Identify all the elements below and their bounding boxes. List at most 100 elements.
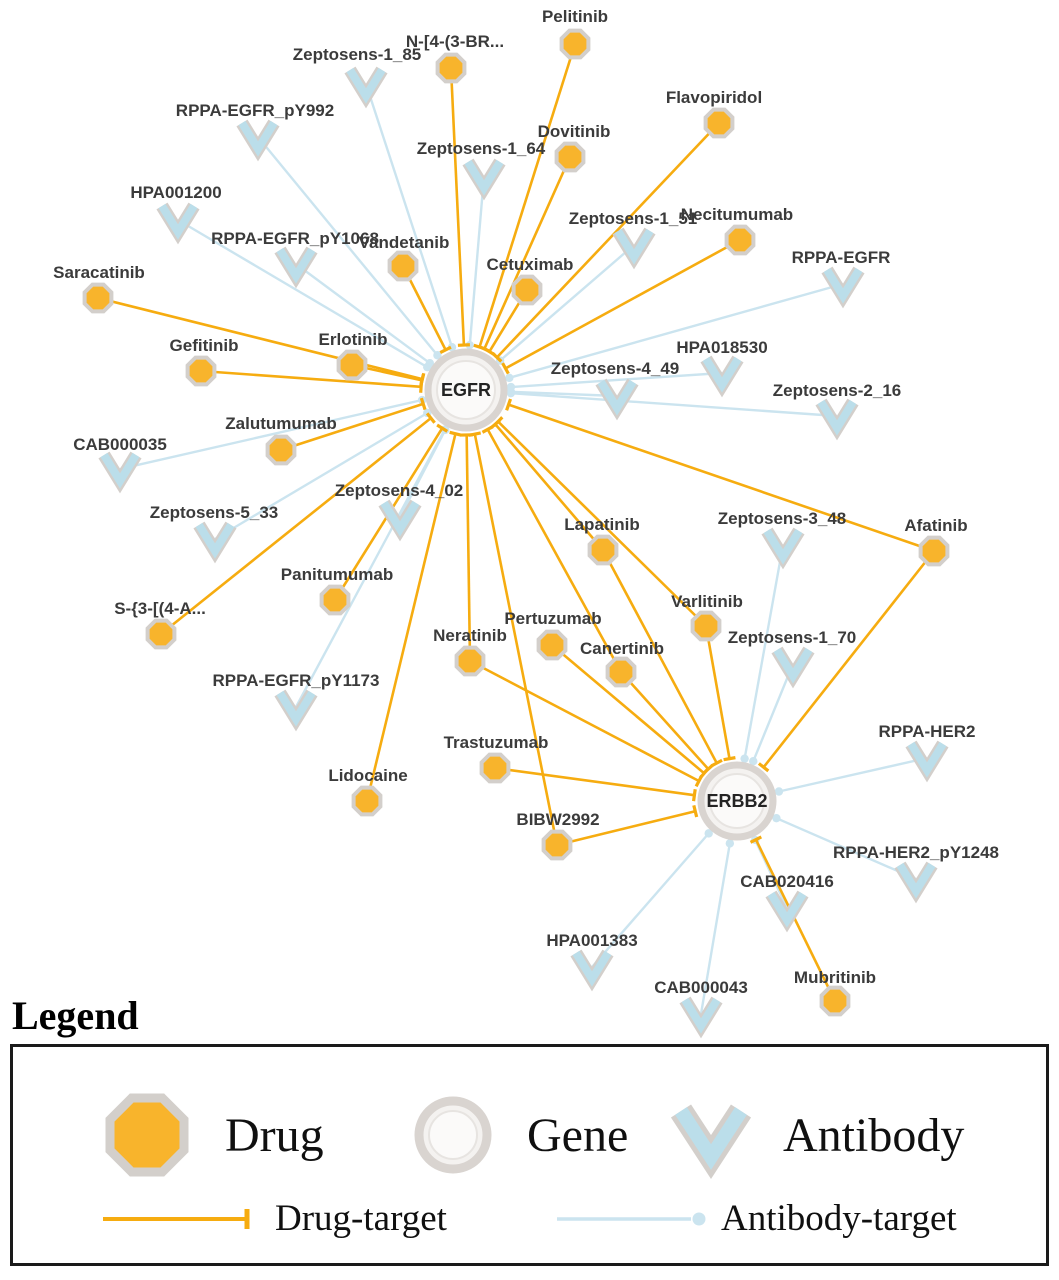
drug-target-edge (494, 423, 604, 551)
antibody-label-cab000043: CAB000043 (654, 978, 748, 997)
drug-icon (105, 1093, 189, 1177)
antibody-node-zeptosens-2-16[interactable] (817, 399, 857, 436)
antibody-node-hpa001200[interactable] (158, 203, 198, 240)
drug-node-erlotinib[interactable] (336, 349, 368, 381)
drug-target-edge (497, 420, 707, 627)
drug-node-lapatinib[interactable] (587, 534, 619, 566)
drug-target-edge (365, 433, 457, 802)
drug-label-n-4-3-br: N-[4-(3-BR... (406, 32, 504, 51)
drug-target-edge (504, 238, 741, 370)
drug-target-tee (710, 758, 723, 768)
drug-target-edge (160, 417, 432, 636)
antibody-target-edge (119, 398, 423, 471)
drug-label-cetuximab: Cetuximab (487, 255, 574, 274)
antibody-node-cab020416[interactable] (767, 891, 807, 928)
drug-node-lidocaine[interactable] (351, 785, 383, 817)
drug-node-varlitinib[interactable] (690, 610, 722, 642)
antibody-target-edge (468, 175, 486, 346)
drug-target-edge (601, 549, 718, 764)
antibody-node-zeptosens-1-85[interactable] (346, 67, 386, 104)
drug-node-dovitinib[interactable] (554, 141, 586, 173)
drug-node-pelitinib[interactable] (559, 28, 591, 60)
antibody-target-dot (692, 1212, 706, 1225)
gene-circle-inner (428, 1110, 478, 1160)
drug-target-tee (492, 416, 504, 427)
antibody-node-rppa-her2-py1248[interactable] (896, 862, 936, 899)
drug-label-trastuzumab: Trastuzumab (444, 733, 549, 752)
drug-node-panitumumab[interactable] (319, 584, 351, 616)
drug-target-edge (496, 122, 720, 359)
antibody-node-zeptosens-3-48[interactable] (763, 528, 803, 565)
drug-target-edge (486, 428, 623, 673)
antibody-node-cab000035[interactable] (100, 452, 140, 489)
antibody-label-zeptosens-1-64: Zeptosens-1_64 (417, 139, 546, 158)
antibody-node-zeptosens-4-49[interactable] (597, 379, 637, 416)
antibody-node-hpa001383[interactable] (572, 950, 612, 987)
drug-node-mubritinib[interactable] (819, 985, 851, 1017)
antibody-chevron-fill (675, 1107, 747, 1170)
drug-target-edge (97, 296, 423, 381)
antibody-label-zeptosens-1-70: Zeptosens-1_70 (728, 628, 857, 647)
drug-target-edge (754, 839, 837, 1002)
drug-target-edge (473, 433, 559, 846)
antibody-node-rppa-egfr-py1068[interactable] (276, 247, 316, 284)
antibody-label-zeptosens-1-85: Zeptosens-1_85 (293, 45, 422, 64)
drug-node-pertuzumab[interactable] (536, 629, 568, 661)
drug-label-lidocaine: Lidocaine (328, 766, 407, 785)
antibody-node-rppa-egfr[interactable] (823, 267, 863, 304)
antibody-node-zeptosens-4-02[interactable] (380, 500, 420, 537)
legend-drug-entry: Drug (95, 1083, 324, 1187)
antibody-node-zeptosens-1-70[interactable] (773, 647, 813, 684)
drug-target-tee (419, 397, 427, 411)
drug-edges (97, 43, 936, 1002)
drug-node-flavopiridol[interactable] (703, 107, 735, 139)
drug-node-n-4-3-br[interactable] (435, 52, 467, 84)
drug-node-saracatinib[interactable] (82, 282, 114, 314)
drug-node-afatinib[interactable] (918, 535, 950, 567)
drug-target-edge (494, 766, 695, 797)
drug-node-s-3-4-a[interactable] (145, 618, 177, 650)
antibody-node-zeptosens-5-33[interactable] (195, 522, 235, 559)
antibody-node-rppa-egfr-py992[interactable] (238, 120, 278, 157)
drug-label-saracatinib: Saracatinib (53, 263, 145, 282)
drug-label-vandetanib: Vandetanib (359, 233, 450, 252)
antibody-label-zeptosens-4-02: Zeptosens-4_02 (335, 481, 464, 500)
drug-node-vandetanib[interactable] (387, 250, 419, 282)
antibody-node-hpa018530[interactable] (702, 356, 742, 393)
antibody-node-rppa-her2[interactable] (907, 741, 947, 778)
antibody-icon (670, 1104, 752, 1179)
drug-node-zalutumumab[interactable] (265, 434, 297, 466)
antibody-label-zeptosens-5-33: Zeptosens-5_33 (150, 503, 279, 522)
drug-node-canertinib[interactable] (605, 656, 637, 688)
drug-label-s-3-4-a: S-{3-[(4-A... (114, 599, 206, 618)
drug-node-gefitinib[interactable] (185, 355, 217, 387)
drug-target-edge (465, 434, 472, 662)
antibody-label-rppa-egfr-py992: RPPA-EGFR_pY992 (176, 101, 334, 120)
drug-target-edge (551, 644, 705, 775)
drug-node-bibw2992[interactable] (541, 829, 573, 861)
legend-gene-entry: Gene (405, 1087, 628, 1183)
antibody-node-zeptosens-1-51[interactable] (614, 228, 654, 265)
antibody-label-rppa-her2: RPPA-HER2 (879, 722, 976, 741)
drug-target-tee (749, 835, 763, 844)
drug-node-neratinib[interactable] (454, 645, 486, 677)
drug-target-edge (483, 156, 572, 350)
drug-label-mubritinib: Mubritinib (794, 968, 876, 987)
drug-label-erlotinib: Erlotinib (319, 330, 388, 349)
antibody-target-edge (778, 756, 928, 793)
drug-node-trastuzumab[interactable] (479, 752, 511, 784)
antibody-label-hpa001200: HPA001200 (130, 183, 221, 202)
antibody-target-edge (295, 263, 431, 365)
drug-target-edge (620, 671, 710, 770)
drug-node-cetuximab[interactable] (511, 274, 543, 306)
drug-label-bibw2992: BIBW2992 (516, 810, 599, 829)
antibody-node-cab000043[interactable] (681, 997, 721, 1034)
antibody-node-rppa-egfr-py1173[interactable] (276, 690, 316, 727)
drug-node-necitumumab[interactable] (724, 224, 756, 256)
antibody-node-zeptosens-1-64[interactable] (464, 159, 504, 196)
legend-antibody-target-label: Antibody-target (721, 1198, 957, 1239)
antibody-label-zeptosens-1-51: Zeptosens-1_51 (569, 209, 698, 228)
antibody-label-rppa-egfr: RPPA-EGFR (792, 248, 891, 267)
drug-target-tee (692, 805, 699, 818)
